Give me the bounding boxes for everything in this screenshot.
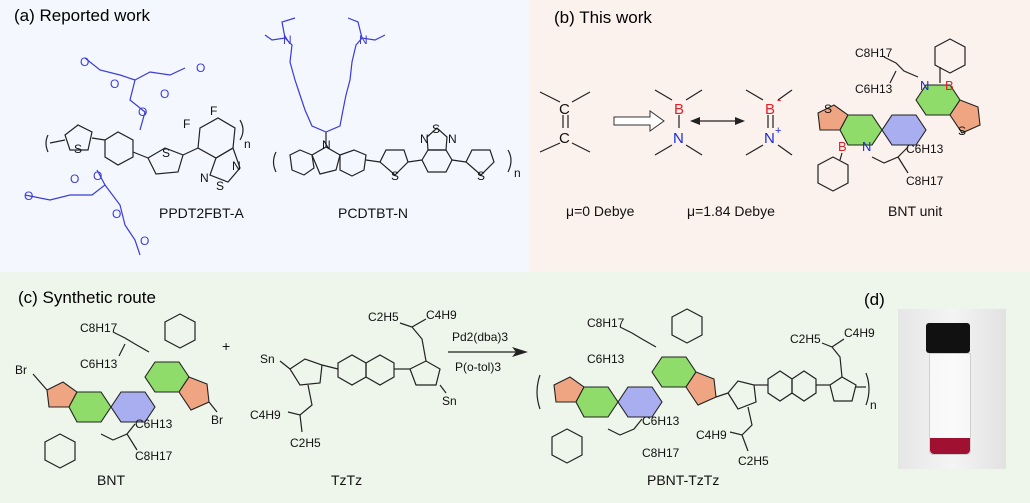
atom-o: O bbox=[138, 105, 147, 119]
atom-n: N bbox=[359, 33, 368, 47]
resonance-arrow-icon bbox=[690, 117, 745, 125]
substituent-sn: Sn bbox=[442, 394, 457, 408]
atom-f: F bbox=[210, 104, 217, 118]
compound-label-pcdtbt-n: PCDTBT-N bbox=[338, 205, 408, 221]
substituent-c8h17: C8H17 bbox=[906, 174, 944, 188]
atom-n: N bbox=[232, 159, 241, 173]
substituent-c4h9: C4H9 bbox=[426, 308, 457, 322]
atom-s: S bbox=[477, 169, 485, 183]
bn-isostere-scheme: C C B N B - N + bbox=[539, 89, 793, 156]
atom-nitrogen: N bbox=[764, 130, 775, 147]
catalyst-label: Pd2(dba)3 bbox=[452, 330, 509, 344]
panel-d-title: (d) bbox=[864, 290, 885, 309]
atom-c: C bbox=[559, 130, 570, 147]
dipole-moment-cc: μ=0 Debye bbox=[566, 203, 635, 219]
atom-s: S bbox=[74, 142, 82, 156]
atom-s: S bbox=[216, 179, 224, 193]
isostere-arrow-icon bbox=[613, 110, 665, 132]
tztz-monomer-structure: Sn Sn C4H9 C2H5 C2H5 C4H9 bbox=[250, 308, 457, 450]
substituent-br: Br bbox=[15, 363, 27, 377]
substituent-c2h5: C2H5 bbox=[368, 310, 399, 324]
positive-charge: + bbox=[775, 125, 781, 137]
product-label: PBNT-TzTz bbox=[647, 472, 720, 488]
ligand-label: P(o-tol)3 bbox=[455, 360, 502, 374]
substituent-c8h17: C8H17 bbox=[855, 46, 893, 60]
atom-nitrogen: N bbox=[920, 78, 929, 93]
repeat-n: n bbox=[244, 137, 251, 151]
substituent-sn: Sn bbox=[260, 352, 275, 366]
compound-label-ppdt2fbt-a: PPDT2FBT-A bbox=[159, 205, 244, 221]
atom-boron: B bbox=[838, 139, 847, 154]
panel-this-work: (b) This work C C B N B - N + μ=0 Debye … bbox=[530, 0, 1030, 272]
pbnt-tztz-polymer-structure: C8H17 C6H13 C6H13 C8H17 C4H9 C2H5 C2H5 C… bbox=[536, 308, 877, 468]
substituent-c2h5: C2H5 bbox=[290, 436, 321, 450]
substituent-br: Br bbox=[211, 413, 223, 427]
atom-boron: B bbox=[674, 101, 684, 118]
substituent-c6h13: C6H13 bbox=[906, 142, 944, 156]
atom-n: N bbox=[322, 138, 331, 152]
polymer-vial-photo bbox=[898, 309, 1006, 469]
panel-synthetic-route: (c) Synthetic route Br Br C8H17 C6H13 C6… bbox=[0, 272, 1030, 503]
atom-s: S bbox=[432, 122, 440, 136]
substituent-c8h17: C8H17 bbox=[80, 321, 118, 335]
reaction-arrow-icon bbox=[448, 347, 528, 357]
substituent-c4h9: C4H9 bbox=[844, 326, 875, 340]
substituent-c6h13: C6H13 bbox=[135, 417, 173, 431]
dipole-moment-bn: μ=1.84 Debye bbox=[687, 203, 775, 219]
atom-nitrogen: N bbox=[673, 130, 684, 147]
atom-o: O bbox=[24, 189, 33, 203]
panel-c-title: (c) Synthetic route bbox=[18, 288, 156, 307]
repeat-n: n bbox=[514, 166, 521, 180]
atom-o: O bbox=[196, 61, 205, 75]
atom-n: N bbox=[420, 132, 429, 146]
atom-o: O bbox=[70, 172, 79, 186]
panel-a-title: (a) Reported work bbox=[14, 6, 151, 25]
substituent-c4h9: C4H9 bbox=[250, 408, 281, 422]
panel-reported-work: (a) Reported work O O O O O O O O O O F … bbox=[0, 0, 530, 272]
negative-charge: - bbox=[777, 92, 781, 107]
tztz-monomer-label: TzTz bbox=[331, 472, 363, 488]
atom-n: N bbox=[283, 33, 292, 47]
substituent-c6h13: C6H13 bbox=[642, 414, 680, 428]
atom-o: O bbox=[112, 207, 121, 221]
vial-body bbox=[929, 353, 971, 455]
atom-n: N bbox=[448, 132, 457, 146]
atom-s: S bbox=[958, 124, 966, 138]
polymer-solution bbox=[930, 438, 970, 454]
atom-s: S bbox=[391, 169, 399, 183]
atom-o: O bbox=[93, 169, 102, 183]
vial-cap bbox=[926, 323, 970, 353]
atom-o: O bbox=[80, 55, 89, 69]
atom-c: C bbox=[559, 101, 570, 118]
bnt-unit-label: BNT unit bbox=[888, 203, 943, 219]
atom-o: O bbox=[140, 234, 149, 248]
atom-nitrogen: N bbox=[862, 139, 871, 154]
substituent-c6h13: C6H13 bbox=[587, 352, 625, 366]
bnt-unit-structure: S S N B B N C8H17 C6H13 C6H13 C8H17 bbox=[817, 38, 981, 192]
substituent-c8h17: C8H17 bbox=[642, 446, 680, 460]
substituent-c2h5: C2H5 bbox=[790, 332, 821, 346]
substituent-c6h13: C6H13 bbox=[80, 357, 118, 371]
ppdt2fbt-a-structure: O O O O O O O O O O F F S S S N N n bbox=[24, 55, 251, 256]
atom-f: F bbox=[183, 117, 190, 131]
repeat-n: n bbox=[870, 398, 877, 412]
atom-s: S bbox=[162, 146, 170, 160]
atom-boron: B bbox=[945, 78, 954, 93]
plus-sign: + bbox=[222, 338, 231, 354]
atom-s: S bbox=[824, 102, 832, 116]
substituent-c6h13: C6H13 bbox=[855, 82, 893, 96]
atom-o: O bbox=[110, 77, 119, 91]
atom-boron: B bbox=[765, 101, 775, 118]
atom-o: O bbox=[160, 87, 169, 101]
bnt-monomer-structure: Br Br C8H17 C6H13 C6H13 C8H17 bbox=[15, 313, 223, 469]
bnt-monomer-label: BNT bbox=[97, 472, 125, 488]
substituent-c4h9: C4H9 bbox=[696, 428, 727, 442]
pcdtbt-n-structure: N N N S S N N S n bbox=[264, 17, 521, 183]
substituent-c2h5: C2H5 bbox=[738, 454, 769, 468]
atom-n: N bbox=[200, 171, 209, 185]
substituent-c8h17: C8H17 bbox=[587, 316, 625, 330]
panel-b-title: (b) This work bbox=[554, 8, 652, 27]
substituent-c8h17: C8H17 bbox=[135, 449, 173, 463]
